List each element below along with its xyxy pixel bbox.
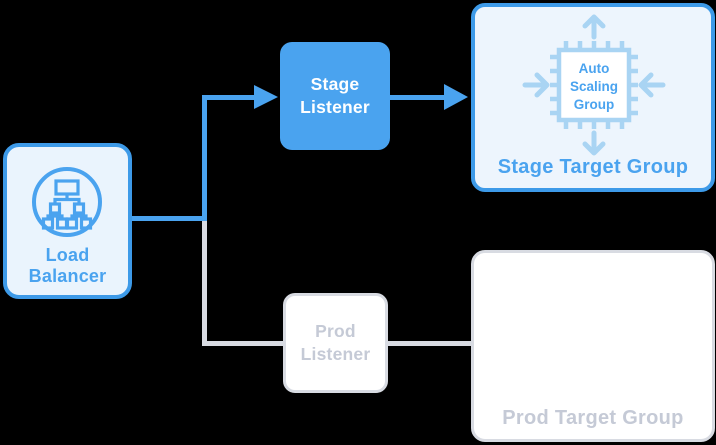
node-stage-listener: Stage Listener bbox=[280, 42, 390, 150]
stage-listener-label-line2: Listener bbox=[300, 97, 370, 117]
connector-prod-listener-to-target-line bbox=[388, 341, 471, 346]
connector-stage-vertical-line bbox=[202, 95, 207, 221]
connector-prod-horizontal-line bbox=[202, 341, 283, 346]
arrowhead-to-stage-target-group bbox=[444, 84, 468, 110]
connector-stage-listener-to-target-line bbox=[390, 95, 446, 100]
load-balancer-label-line2: Balancer bbox=[28, 266, 107, 286]
scale-in-right-arrow bbox=[638, 72, 666, 98]
stage-target-group-label: Stage Target Group bbox=[497, 156, 689, 178]
connector-stage-horizontal-line bbox=[202, 95, 255, 100]
node-prod-target-group: Prod Target Group bbox=[471, 250, 715, 442]
auto-scaling-group-label: Auto Scaling Group bbox=[559, 60, 629, 114]
scale-out-up-arrow bbox=[582, 14, 606, 40]
node-load-balancer: Load Balancer bbox=[3, 143, 132, 299]
scale-out-down-arrow bbox=[582, 130, 606, 156]
auto-scaling-chip-icon bbox=[522, 14, 666, 156]
prod-listener-label-line2: Listener bbox=[300, 344, 371, 364]
connector-lb-horizontal-line bbox=[132, 216, 207, 221]
prod-listener-label-line1: Prod bbox=[315, 321, 356, 341]
auto-scaling-label-line3: Group bbox=[573, 97, 615, 112]
prod-target-group-label: Prod Target Group bbox=[502, 407, 684, 429]
auto-scaling-label-line1: Auto bbox=[578, 61, 610, 76]
auto-scaling-label-line2: Scaling bbox=[569, 79, 618, 94]
stage-listener-label-line1: Stage bbox=[310, 74, 360, 94]
load-balancer-label-line1: Load bbox=[45, 245, 90, 265]
scale-in-left-arrow bbox=[522, 72, 550, 98]
node-prod-listener: Prod Listener bbox=[283, 293, 388, 393]
connector-prod-vertical-line bbox=[202, 221, 207, 346]
load-balancer-network-icon bbox=[32, 167, 102, 237]
arrowhead-to-stage-listener bbox=[254, 85, 278, 109]
node-stage-target-group: Auto Scaling Group Stage Target Group bbox=[471, 3, 715, 192]
load-balancer-label: Load Balancer bbox=[7, 245, 128, 287]
